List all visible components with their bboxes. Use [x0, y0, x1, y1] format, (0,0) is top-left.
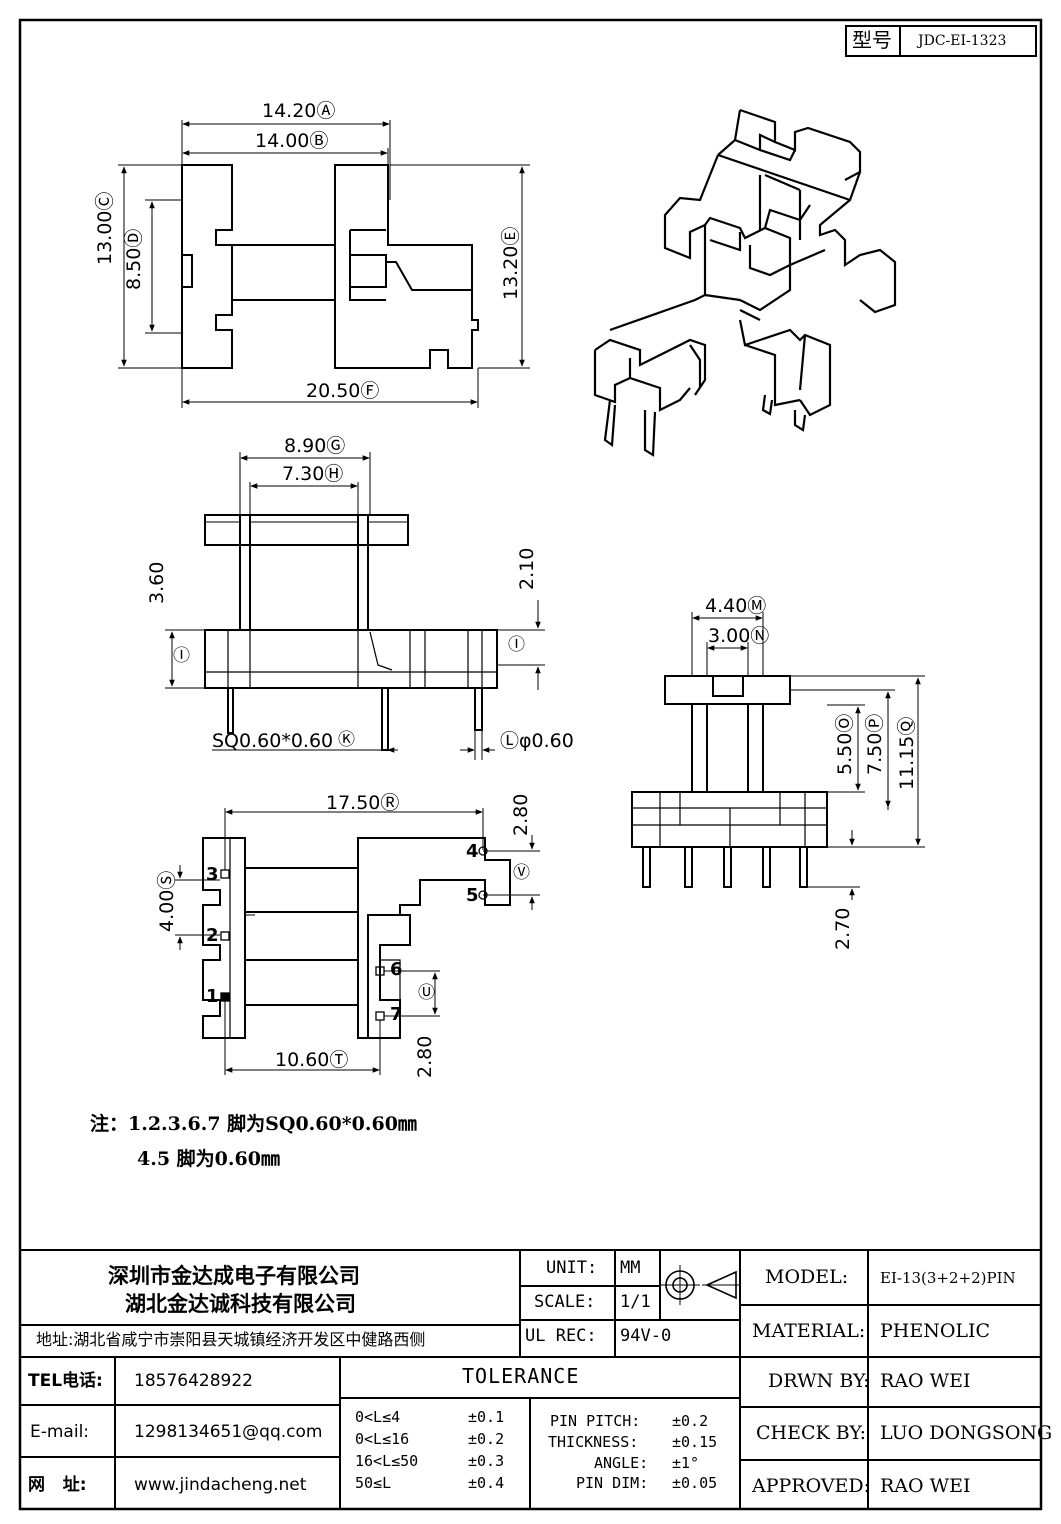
ulrec-value: 94V-0 — [620, 1326, 672, 1346]
web-label: 网 址: — [28, 1475, 87, 1495]
dim-n: 3.00Ⓝ — [708, 625, 770, 647]
dim-m: 4.40Ⓜ — [705, 595, 767, 617]
dim-i-left: Ⓘ — [173, 646, 190, 666]
tol-val-2: ±0.2 — [468, 1430, 505, 1448]
company-name-2: 湖北金达诚科技有限公司 — [125, 1292, 356, 1316]
bottom-view — [175, 808, 540, 1075]
top-view — [118, 120, 530, 408]
material-value: PHENOLIC — [880, 1320, 991, 1342]
unit-label: UNIT: — [546, 1258, 598, 1278]
pin-4-label: 4 — [466, 841, 479, 862]
dim-c: 13.00Ⓒ — [94, 191, 116, 265]
tol-range-3: 16<L≤50 — [355, 1452, 419, 1470]
dim-g: 8.90Ⓖ — [284, 435, 346, 457]
thickness-val: ±0.15 — [672, 1433, 718, 1451]
dim-l: Ⓛφ0.60 — [500, 730, 574, 752]
check-label: CHECK BY: — [756, 1422, 866, 1444]
company-name-1: 深圳市金达成电子有限公司 — [108, 1264, 360, 1288]
dim-t: 10.60Ⓣ — [275, 1049, 349, 1071]
dim-u: Ⓤ — [418, 983, 435, 1003]
pin-pitch-label: PIN PITCH: — [550, 1412, 641, 1430]
dim-e: 13.20Ⓔ — [500, 226, 522, 300]
company-address: 地址:湖北省咸宁市崇阳县天城镇经济开发区中健路西侧 — [36, 1330, 426, 1349]
pin-7-label: 7 — [390, 1004, 403, 1025]
tol-val-1: ±0.1 — [468, 1408, 505, 1426]
tol-range-4: 50≤L — [355, 1474, 392, 1492]
material-label: MATERIAL: — [752, 1320, 866, 1342]
tel-value: 18576428922 — [134, 1371, 253, 1391]
tol-val-3: ±0.3 — [468, 1452, 505, 1470]
projection-symbol — [660, 1265, 740, 1305]
type-value: JDC-EI-1323 — [918, 33, 1007, 49]
dim-p: 7.50Ⓟ — [864, 713, 886, 775]
dim-f: 20.50Ⓕ — [306, 380, 380, 402]
pin-5-label: 5 — [466, 885, 479, 906]
dim-270: 2.70 — [832, 907, 854, 950]
tol-range-2: 0<L≤16 — [355, 1430, 410, 1448]
tel-label: TEL电话: — [28, 1371, 103, 1391]
email-label: E-mail: — [30, 1422, 90, 1442]
dim-sq: SQ0.60*0.60 — [212, 730, 334, 752]
dim-a: 14.20Ⓐ — [262, 100, 336, 122]
thickness-label: THICKNESS: — [548, 1433, 639, 1451]
pin-3-label: 3 — [206, 864, 219, 885]
dim-d: 8.50Ⓓ — [123, 228, 145, 290]
approved-label: APPROVED: — [752, 1475, 871, 1497]
type-label: 型号 — [852, 28, 892, 52]
note-line-2: 4.5 脚为0.60㎜ — [137, 1148, 280, 1170]
dim-q: 11.15Ⓠ — [896, 716, 918, 790]
check-value: LUO DONGSONG — [880, 1422, 1053, 1444]
front-view — [165, 452, 545, 760]
pin-2-label: 2 — [206, 925, 219, 946]
dim-280-top: 2.80 — [510, 793, 532, 836]
dim-210: 2.10 — [516, 547, 538, 590]
dim-k: Ⓚ — [338, 730, 355, 750]
drwn-label: DRWN BY: — [768, 1370, 870, 1392]
dim-h: 7.30Ⓗ — [282, 463, 344, 485]
dim-o: 5.50Ⓞ — [834, 713, 856, 775]
tol-val-4: ±0.4 — [468, 1474, 505, 1492]
dim-s: 4.00Ⓢ — [156, 870, 178, 932]
side-view — [631, 612, 925, 900]
model-value: EI-13(3+2+2)PIN — [880, 1269, 1016, 1287]
note-line-1: 注：1.2.3.6.7 脚为SQ0.60*0.60㎜ — [90, 1113, 417, 1135]
pin-pitch-val: ±0.2 — [672, 1412, 709, 1430]
dim-360: 3.60 — [146, 561, 168, 604]
web-value: www.jindacheng.net — [134, 1475, 307, 1495]
scale-label: SCALE: — [534, 1292, 596, 1312]
approved-value: RAO WEI — [880, 1475, 971, 1497]
angle-label: ANGLE: — [594, 1454, 649, 1472]
dim-r: 17.50Ⓡ — [326, 792, 400, 814]
email-value: 1298134651@qq.com — [134, 1422, 323, 1442]
pin-dim-label: PIN DIM: — [576, 1474, 649, 1492]
scale-value: 1/1 — [620, 1292, 651, 1312]
title-block-grid — [20, 1249, 1041, 1509]
unit-value: MM — [620, 1258, 641, 1278]
pin-dim-val: ±0.05 — [672, 1474, 718, 1492]
drwn-value: RAO WEI — [880, 1370, 971, 1392]
ulrec-label: UL REC: — [525, 1326, 597, 1346]
dim-280-bottom: 2.80 — [414, 1035, 436, 1078]
tol-range-1: 0<L≤4 — [355, 1408, 401, 1426]
dim-b: 14.00Ⓑ — [255, 130, 329, 152]
dim-i-right: Ⓘ — [508, 635, 525, 655]
model-label: MODEL: — [765, 1266, 849, 1288]
isometric-view — [593, 108, 897, 457]
tolerance-title: TOLERANCE — [462, 1364, 580, 1388]
pin-1-label: 1 — [206, 986, 219, 1007]
angle-val: ±1° — [672, 1454, 700, 1472]
dim-v: Ⓥ — [513, 863, 530, 883]
pin-6-label: 6 — [390, 959, 403, 980]
